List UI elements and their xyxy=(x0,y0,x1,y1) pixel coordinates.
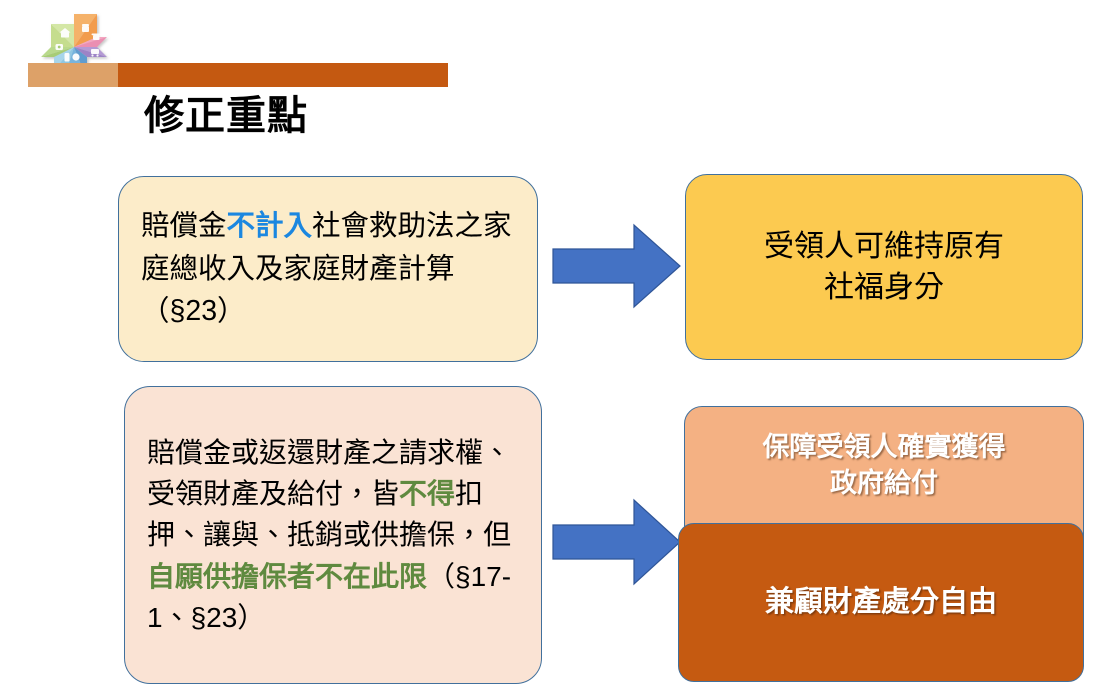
left-box-2-seg-0: 賠償金或返還財產之請求權、受領財產及給付，皆 xyxy=(147,437,512,510)
left-box-1-seg-0: 賠償金 xyxy=(141,209,227,242)
right-box-orange-line-1: 兼顧財產處分自由 xyxy=(764,585,997,618)
right-box-yellow-line-2: 社福身分 xyxy=(824,271,944,304)
left-box-2-seg-4: （§17-1、§23） xyxy=(147,560,512,633)
right-box-orange: 兼顧財產處分自由 xyxy=(678,523,1084,682)
arrow-right-icon-1 xyxy=(552,223,682,309)
left-box-1-seg-2: 社會救助法之家庭總收入及家庭財產計算（§23） xyxy=(141,209,512,328)
header-bar-dark-segment xyxy=(118,63,448,87)
left-box-1-text: 賠償金不計入社會救助法之家庭總收入及家庭財產計算（§23） xyxy=(141,205,517,333)
pinwheel-logo xyxy=(31,7,117,87)
page-title: 修正重點 xyxy=(144,94,308,138)
left-box-2: 賠償金或返還財產之請求權、受領財產及給付，皆不得扣押、讓與、抵銷或供擔保，但自願… xyxy=(124,386,542,684)
left-box-2-seg-2: 扣押、讓與、抵銷或供擔保，但 xyxy=(147,478,512,551)
right-box-yellow-line-1: 受領人可維持原有 xyxy=(764,229,1004,263)
header-accent-bar xyxy=(28,63,448,87)
left-box-2-text: 賠償金或返還財產之請求權、受領財產及給付，皆不得扣押、讓與、抵銷或供擔保，但自願… xyxy=(147,432,525,638)
right-box-salmon-line-2: 政府給付 xyxy=(830,468,938,499)
header-bar-light-segment xyxy=(28,63,118,87)
left-box-1: 賠償金不計入社會救助法之家庭總收入及家庭財產計算（§23） xyxy=(118,176,538,362)
right-box-salmon-line-1: 保障受領人確實獲得 xyxy=(762,432,1006,462)
left-box-2-seg-3-highlight: 自願供擔保者不在此限 xyxy=(147,560,428,592)
left-box-2-seg-1-highlight: 不得 xyxy=(399,478,456,510)
right-box-yellow: 受領人可維持原有 社福身分 xyxy=(685,174,1083,360)
left-box-1-seg-1-highlight: 不計入 xyxy=(226,209,313,242)
arrow-right-icon-2 xyxy=(552,497,682,587)
